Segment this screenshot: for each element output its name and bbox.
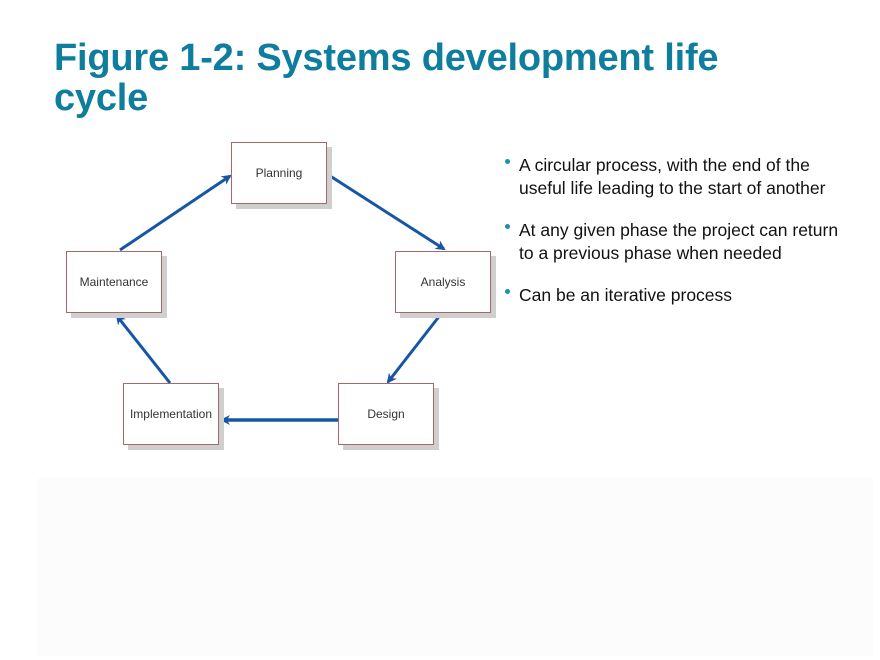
bullet-text: Can be an iterative process — [519, 285, 733, 305]
node-maintenance: Maintenance — [66, 251, 162, 313]
node-label: Design — [367, 407, 405, 421]
node-design: Design — [338, 383, 434, 445]
bullet-dot-icon — [505, 224, 510, 229]
bullet-item: At any given phase the project can retur… — [505, 219, 845, 264]
node-implementation: Implementation — [123, 383, 219, 445]
arrow-implementation-to-maintenance — [115, 314, 172, 384]
bullet-text: At any given phase the project can retur… — [519, 220, 839, 263]
node-label: Planning — [255, 166, 303, 180]
arrow-maintenance-to-planning — [119, 174, 232, 252]
bullet-item: Can be an iterative process — [505, 284, 845, 307]
bullet-text: A circular process, with the end of the … — [519, 155, 826, 198]
bullet-item: A circular process, with the end of the … — [505, 154, 845, 199]
node-label: Analysis — [420, 275, 466, 289]
node-planning: Planning — [231, 142, 327, 204]
node-label: Implementation — [129, 407, 213, 421]
arrow-planning-to-analysis — [326, 172, 446, 251]
arrow-analysis-to-design — [386, 313, 443, 384]
bullet-dot-icon — [505, 159, 510, 164]
node-analysis: Analysis — [395, 251, 491, 313]
bullet-dot-icon — [505, 289, 510, 294]
slide-title: Figure 1-2: Systems development life cyc… — [54, 37, 719, 119]
bullet-list: A circular process, with the end of the … — [505, 154, 845, 327]
node-label: Maintenance — [79, 275, 149, 289]
